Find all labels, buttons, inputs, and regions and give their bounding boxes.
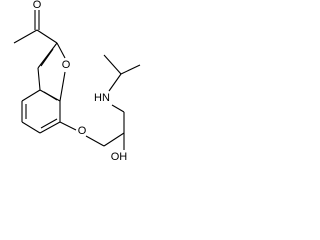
isopropyl-methyl-right-bond bbox=[120, 64, 141, 75]
ether-oxygen-label: O bbox=[78, 125, 87, 137]
atom-labels: O O O HN OH bbox=[33, 0, 128, 163]
bond-skeleton bbox=[13, 10, 141, 150]
hydroxyl-label: OH bbox=[111, 151, 128, 163]
furan-c2-c3-bond bbox=[37, 42, 58, 69]
isopropyl-methyl-left-bond bbox=[103, 54, 122, 75]
ch2-nitrogen-bond bbox=[111, 104, 125, 113]
furan-c2-o-bond bbox=[56, 42, 66, 59]
furan-c3-c3a-bond bbox=[37, 67, 41, 91]
ether-ch2-bond bbox=[85, 135, 105, 147]
furan-oxygen-label: O bbox=[62, 59, 71, 71]
benzene-c3a-c4-bond bbox=[21, 89, 41, 102]
ch2-chiral-bond bbox=[103, 132, 125, 147]
benzene-c6-c7-bond bbox=[39, 121, 61, 134]
acetyl-methyl-bond bbox=[13, 29, 38, 44]
acetyl-carbon-to-ring-bond bbox=[36, 29, 58, 44]
carbonyl-oxygen-label: O bbox=[33, 0, 42, 11]
furan-c2-c3-inner-bond bbox=[40, 48, 54, 67]
nitrogen-isopropyl-bond bbox=[108, 73, 122, 92]
amine-nitrogen-label: HN bbox=[94, 92, 110, 104]
benzene-c7a-inner-bond bbox=[43, 91, 58, 101]
benzene-c5-c6-bond bbox=[21, 121, 41, 134]
chemical-structure-diagram: O O O HN OH bbox=[13, 0, 141, 163]
furan-o-c7a-bond bbox=[59, 71, 66, 102]
benzene-c6-c7-inner-bond bbox=[40, 118, 58, 129]
aryl-ether-bond bbox=[59, 121, 77, 131]
